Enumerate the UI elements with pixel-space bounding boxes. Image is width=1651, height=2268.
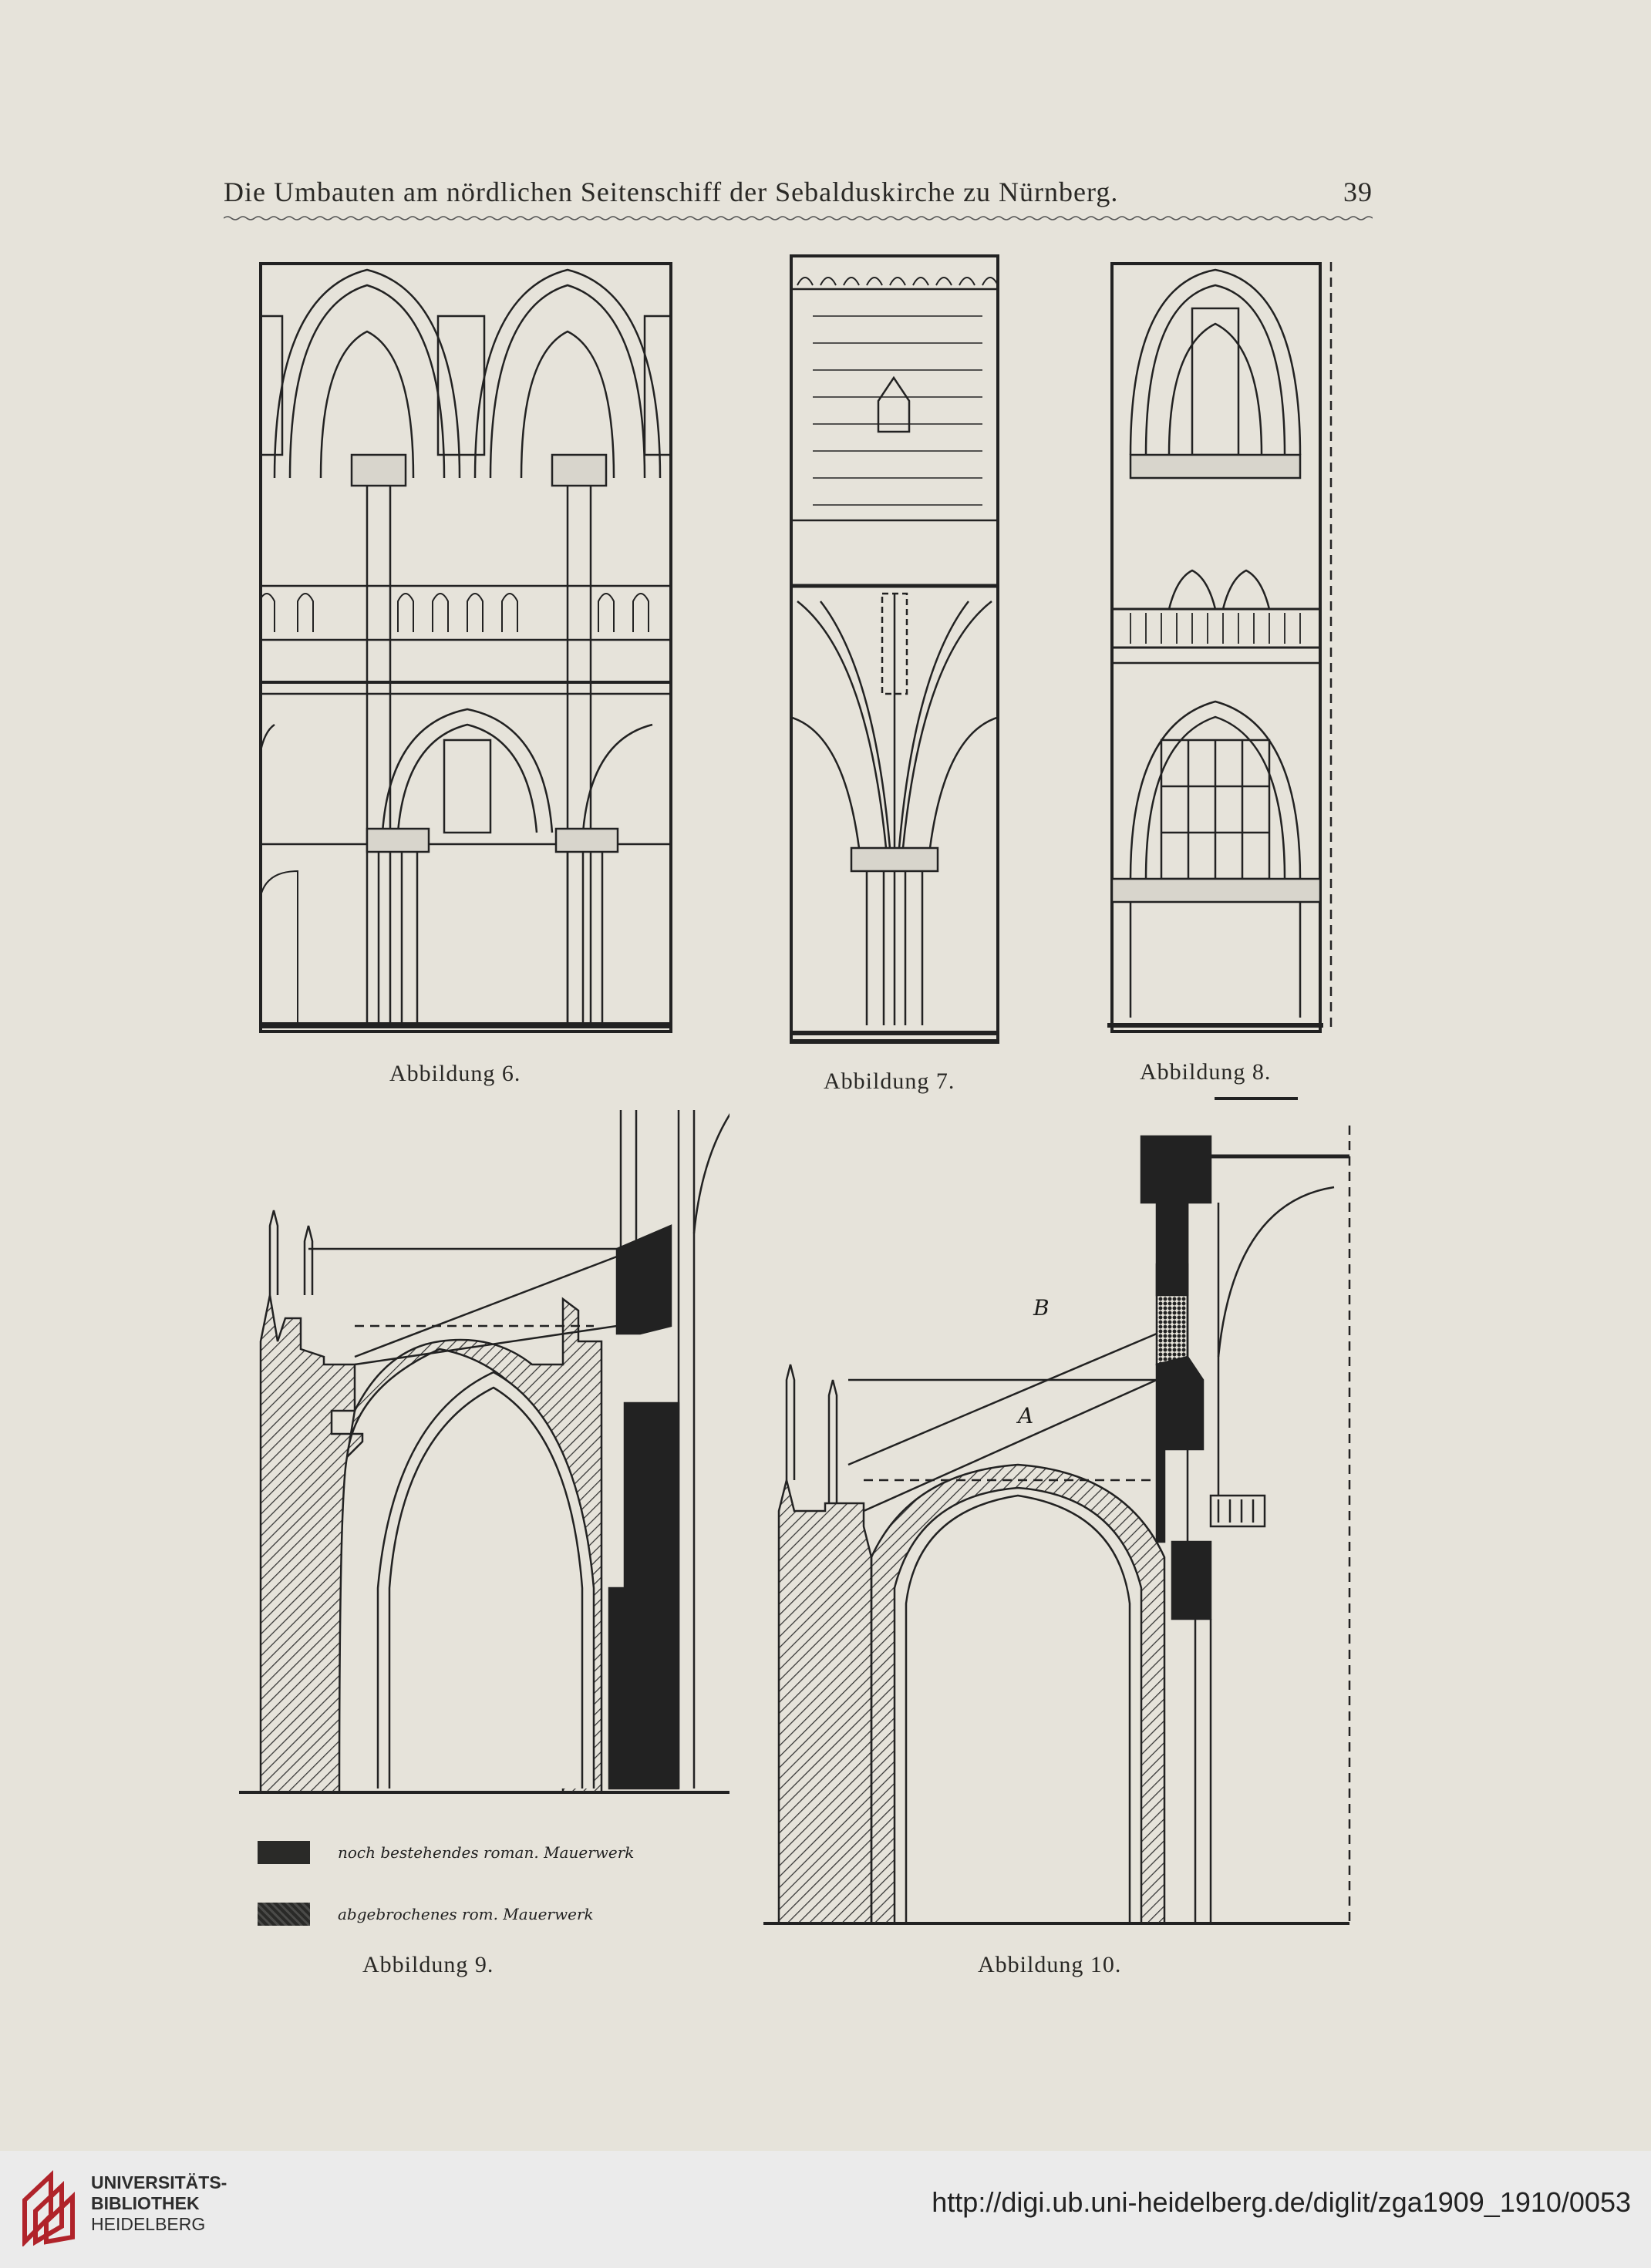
- legend-swatch-existing: [258, 1841, 310, 1864]
- fig10-label-b: B: [1033, 1295, 1050, 1321]
- library-name-line1: UNIVERSITÄTS-: [91, 2172, 227, 2192]
- figure-6-caption: Abbildung 6.: [389, 1061, 521, 1086]
- library-name: UNIVERSITÄTS- BIBLIOTHEK HEIDELBERG: [91, 2172, 227, 2235]
- legend-label-existing: noch bestehendes roman. Mauerwerk: [338, 1843, 635, 1862]
- figure-7-caption: Abbildung 7.: [824, 1068, 955, 1094]
- figure-8-drawing: [1107, 262, 1371, 1033]
- library-name-line3: HEIDELBERG: [91, 2214, 206, 2234]
- book-page: Die Umbauten am nördlichen Seitenschiff …: [224, 176, 1373, 1977]
- library-name-line2: BIBLIOTHEK: [91, 2193, 200, 2213]
- legend-swatch-demolished: [258, 1903, 310, 1926]
- figure-10-caption: Abbildung 10.: [978, 1952, 1122, 1977]
- figure-10-drawing: B A: [756, 1126, 1357, 1935]
- figure-9-drawing: [239, 1110, 729, 1804]
- legend-label-demolished: abgebrochenes rom. Mauerwerk: [338, 1905, 594, 1923]
- figure-7-drawing: [790, 254, 999, 1048]
- library-footer: UNIVERSITÄTS- BIBLIOTHEK HEIDELBERG http…: [0, 2151, 1651, 2268]
- page-number: 39: [1343, 177, 1373, 207]
- permalink-url[interactable]: http://digi.ub.uni-heidelberg.de/diglit/…: [932, 2186, 1631, 2218]
- figure-8-underline: [1215, 1097, 1298, 1100]
- figure-8-caption: Abbildung 8.: [1140, 1059, 1272, 1085]
- legend-item-existing: noch bestehendes roman. Mauerwerk: [258, 1841, 634, 1864]
- header-wavy-rule: [224, 216, 1373, 220]
- figure-9-caption: Abbildung 9.: [362, 1952, 494, 1977]
- library-logo-icon: [22, 2170, 75, 2246]
- legend-item-demolished: abgebrochenes rom. Mauerwerk: [258, 1903, 594, 1926]
- fig10-label-a: A: [1018, 1403, 1034, 1428]
- figure-6-drawing: [259, 262, 672, 1033]
- header-title: Die Umbauten am nördlichen Seitenschiff …: [224, 177, 1119, 207]
- running-header: Die Umbauten am nördlichen Seitenschiff …: [224, 176, 1373, 208]
